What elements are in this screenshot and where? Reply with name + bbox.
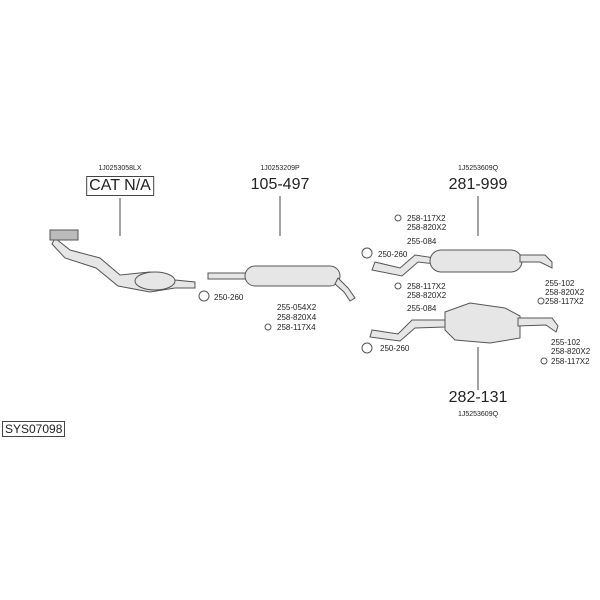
oe-number: 1J5253609Q xyxy=(457,411,499,418)
ring-icon xyxy=(537,297,545,305)
oe-number: 1J0253209P xyxy=(260,165,300,172)
ring-icon xyxy=(394,282,402,290)
rear-muffler-281-999 xyxy=(429,249,523,273)
middle-tailpipe xyxy=(334,277,356,302)
ring-icon xyxy=(394,214,402,222)
fitting-label[interactable]: 255-084 xyxy=(407,237,437,246)
fitting-label[interactable]: 250-260 xyxy=(380,344,410,353)
diagram-id: SYS07098 xyxy=(2,421,66,437)
fitting-label[interactable]: 258-820X2 xyxy=(407,223,447,232)
fitting-label[interactable]: 258-117X2 xyxy=(551,357,590,366)
rear2-pipe xyxy=(369,319,446,342)
fitting-label[interactable]: 258-820X2 xyxy=(545,288,585,297)
fitting-label[interactable]: 258-820X2 xyxy=(407,291,447,300)
clamp-icon xyxy=(361,342,373,354)
oe-number: 1J0253058LX xyxy=(98,165,142,172)
fitting-label[interactable]: 258-820X4 xyxy=(277,313,317,322)
fitting-label[interactable]: 258-117X2 xyxy=(407,214,446,223)
fitting-label[interactable]: 255-054X2 xyxy=(277,303,317,312)
fitting-label[interactable]: 258-117X2 xyxy=(407,282,446,291)
oe-number: 1J5253609Q xyxy=(457,165,499,172)
fitting-label[interactable]: 255-102 xyxy=(545,279,575,288)
part-number[interactable]: 281-999 xyxy=(448,176,508,193)
part-number[interactable]: 282-131 xyxy=(448,389,508,406)
manifold-flange xyxy=(49,229,79,241)
part-number[interactable]: CAT N/A xyxy=(86,176,154,196)
middle-muffler xyxy=(244,265,341,287)
clamp-icon xyxy=(198,290,210,302)
fitting-label[interactable]: 250-260 xyxy=(378,250,408,259)
rear2-tailpipe xyxy=(517,317,559,333)
fitting-label[interactable]: 255-084 xyxy=(407,304,437,313)
catalytic-converter xyxy=(134,271,176,291)
fitting-label[interactable]: 255-102 xyxy=(551,338,581,347)
ring-icon xyxy=(264,323,272,331)
fitting-label[interactable]: 258-820X2 xyxy=(551,347,591,356)
clamp-icon xyxy=(361,247,373,259)
fitting-label[interactable]: 250-260 xyxy=(214,293,244,302)
middle-pipe xyxy=(207,272,251,280)
part-number[interactable]: 105-497 xyxy=(250,176,310,193)
fitting-label[interactable]: 258-117X4 xyxy=(277,323,316,332)
rear1-tailpipe xyxy=(519,254,553,269)
fitting-label[interactable]: 258-117X2 xyxy=(545,297,584,306)
rear-muffler-282-131 xyxy=(444,302,521,344)
ring-icon xyxy=(540,357,548,365)
